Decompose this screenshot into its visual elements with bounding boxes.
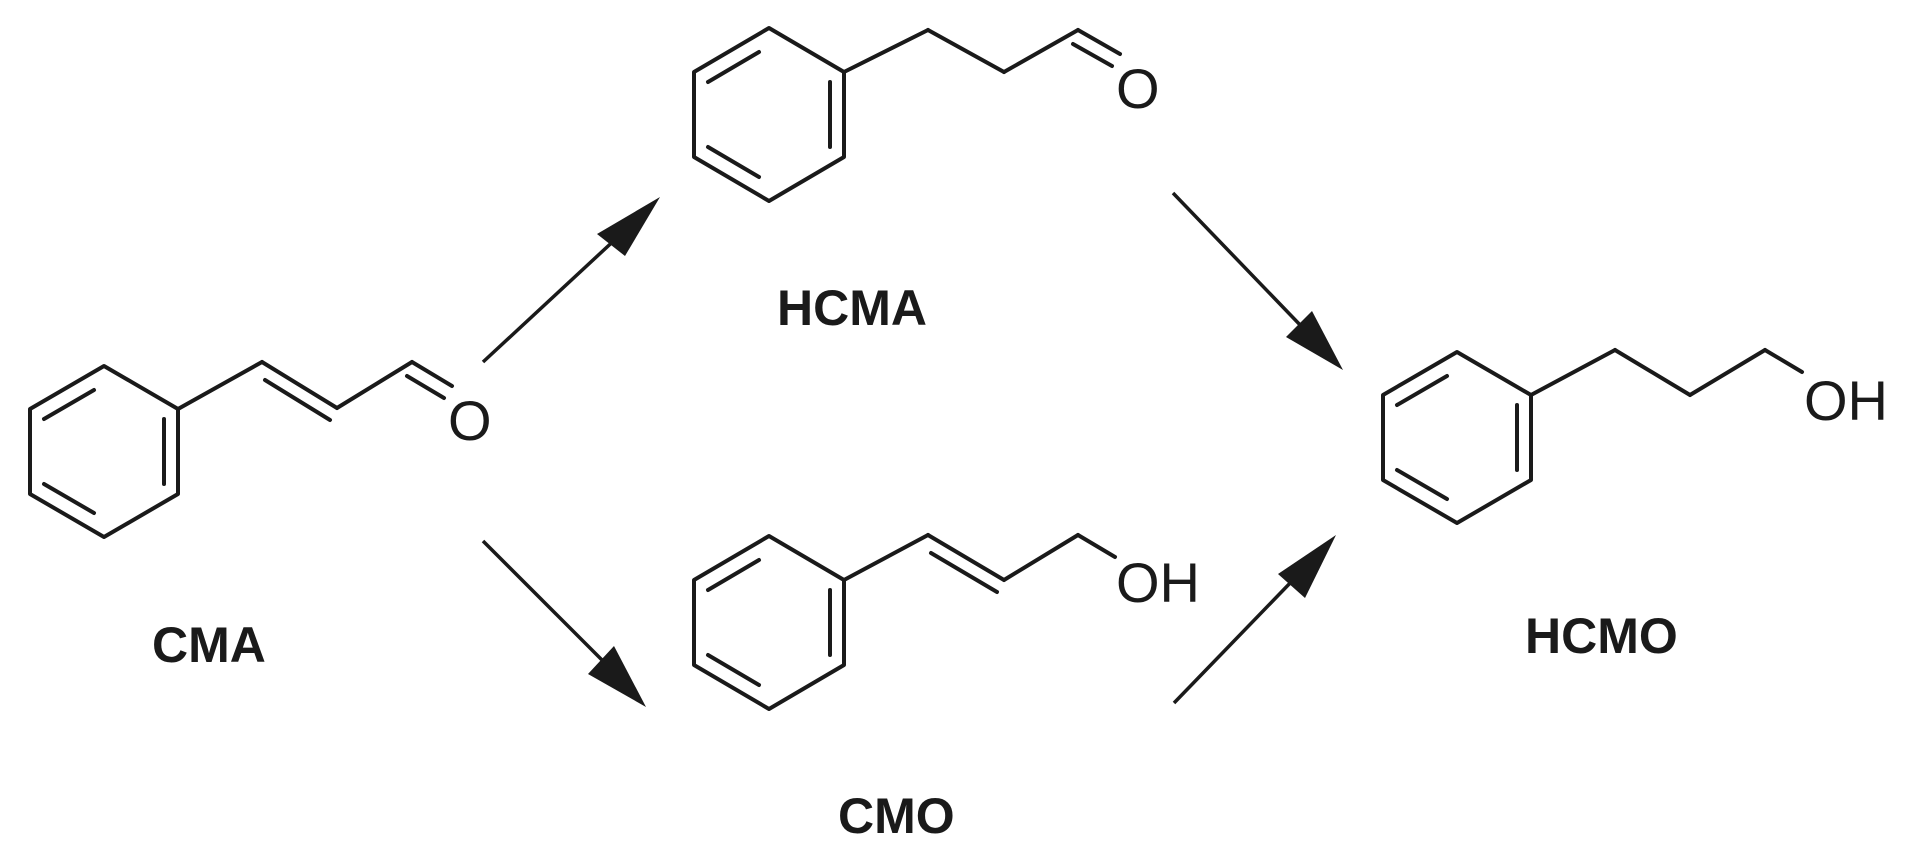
benzene-ring-hcmo: [1381, 350, 1533, 525]
structure-hcma: O: [692, 26, 1160, 203]
structure-cma: O: [28, 360, 492, 539]
structure-hcmo: OH: [1381, 348, 1888, 525]
atom-label-cmo-hydroxyl: OH: [1116, 551, 1200, 614]
side-chain-hcma: [842, 28, 1122, 74]
side-chain-cma: [176, 360, 454, 422]
compound-label-cmo: CMO: [838, 788, 955, 844]
compound-label-cma: CMA: [152, 617, 266, 673]
atom-label-cma-oxygen: O: [448, 389, 492, 452]
atom-label-hcma-oxygen: O: [1116, 57, 1160, 120]
arrow-hcma-to-hcmo: [1171, 191, 1343, 370]
arrow-cma-to-cmo: [481, 539, 646, 707]
arrow-cma-to-hcma: [481, 197, 660, 364]
compound-label-hcma: HCMA: [777, 280, 927, 336]
arrow-cmo-to-hcmo: [1172, 535, 1336, 705]
benzene-ring-hcma: [692, 26, 846, 203]
benzene-ring-cmo: [692, 534, 846, 711]
side-chain-hcmo: [1529, 348, 1804, 397]
structure-cmo: OH: [692, 533, 1200, 711]
benzene-ring-cma: [28, 364, 180, 539]
atom-label-hcmo-hydroxyl: OH: [1804, 369, 1888, 432]
side-chain-cmo: [842, 533, 1117, 594]
compound-label-hcmo: HCMO: [1525, 608, 1678, 664]
